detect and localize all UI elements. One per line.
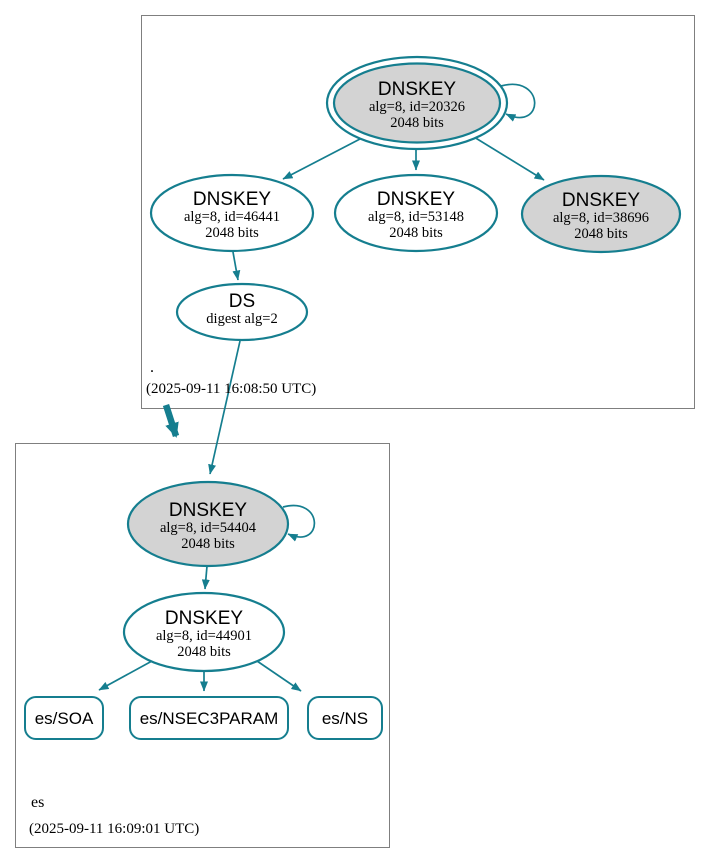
es-zone-box [15, 443, 390, 848]
edge-ksk20326-to-ksk38696 [473, 136, 545, 181]
es-zone-edges [98, 504, 316, 692]
dnskey-44901-detail: alg=8, id=44901 [156, 628, 252, 644]
edge-zsk46441-to-ds [232, 251, 241, 281]
ds-title: DS [229, 291, 255, 312]
node-rrset-nsec3param: es/NSEC3PARAM [129, 696, 289, 740]
rrset-nsec3param-rect [129, 696, 289, 740]
root-zone-label: . [150, 359, 154, 376]
dnskey-20326-ellipse [332, 62, 502, 144]
root-zone-box [141, 15, 695, 409]
dnskey-46441-ellipse [149, 173, 315, 253]
rrset-soa-rect [24, 696, 104, 740]
dnskey-20326-bits: 2048 bits [390, 115, 444, 131]
dnskey-46441-title: DNSKEY [193, 189, 271, 210]
rrset-soa-label: es/SOA [35, 709, 94, 728]
edge-root-delegation-to-es [162, 404, 180, 438]
node-rrset-soa: es/SOA [24, 696, 104, 740]
ds-detail: digest alg=2 [206, 311, 277, 327]
dnskey-20326-detail: alg=8, id=20326 [369, 99, 465, 115]
node-rrset-ns: es/NS [307, 696, 383, 740]
edge-ksk54404-to-zsk44901 [201, 565, 210, 590]
root-zone-edges [162, 83, 545, 475]
node-dnskey-38696: DNSKEY alg=8, id=38696 2048 bits [520, 174, 682, 254]
root-zone-timestamp: (2025-09-11 16:08:50 UTC) [146, 381, 316, 397]
dnskey-20326-title: DNSKEY [378, 79, 456, 100]
dnskey-53148-detail: alg=8, id=53148 [368, 209, 464, 225]
edge-ksk20326-to-zsk46441 [282, 138, 361, 180]
node-dnskey-44901: DNSKEY alg=8, id=44901 2048 bits [122, 591, 286, 673]
rrset-ns-label: es/NS [322, 709, 368, 728]
edge-ksk54404-self-sign [282, 504, 316, 542]
node-ds: DS digest alg=2 [175, 282, 309, 342]
dnskey-54404-bits: 2048 bits [181, 536, 235, 552]
ds-ellipse [175, 282, 309, 342]
dnskey-44901-title: DNSKEY [165, 608, 243, 629]
dnskey-38696-bits: 2048 bits [574, 226, 628, 242]
rrset-ns-rect [307, 696, 383, 740]
node-dnskey-20326: DNSKEY alg=8, id=20326 2048 bits [325, 55, 509, 151]
edge-ksk20326-self-sign [500, 83, 536, 122]
node-dnskey-53148: DNSKEY alg=8, id=53148 2048 bits [333, 173, 499, 253]
es-zone-label: es [31, 794, 44, 811]
dnskey-38696-detail: alg=8, id=38696 [553, 210, 649, 226]
dnskey-54404-ellipse [126, 480, 290, 568]
dnskey-53148-bits: 2048 bits [389, 225, 443, 241]
dnskey-53148-ellipse [333, 173, 499, 253]
node-dnskey-54404: DNSKEY alg=8, id=54404 2048 bits [126, 480, 290, 568]
edge-ds-to-ksk54404 [208, 340, 241, 475]
es-zone-timestamp: (2025-09-11 16:09:01 UTC) [29, 821, 199, 837]
dnskey-44901-bits: 2048 bits [177, 644, 231, 660]
dnskey-38696-title: DNSKEY [562, 190, 640, 211]
rrset-nsec3param-label: es/NSEC3PARAM [140, 709, 279, 728]
dnskey-53148-title: DNSKEY [377, 189, 455, 210]
dnskey-54404-detail: alg=8, id=54404 [160, 520, 257, 536]
dnskey-54404-title: DNSKEY [169, 500, 247, 521]
dnskey-46441-detail: alg=8, id=46441 [184, 209, 280, 225]
node-dnskey-46441: DNSKEY alg=8, id=46441 2048 bits [149, 173, 315, 253]
edge-zsk44901-to-ns [256, 660, 302, 692]
dnskey-38696-ellipse [520, 174, 682, 254]
dnskey-46441-bits: 2048 bits [205, 225, 259, 241]
dnskey-44901-ellipse [122, 591, 286, 673]
edge-zsk44901-to-soa [98, 660, 153, 691]
